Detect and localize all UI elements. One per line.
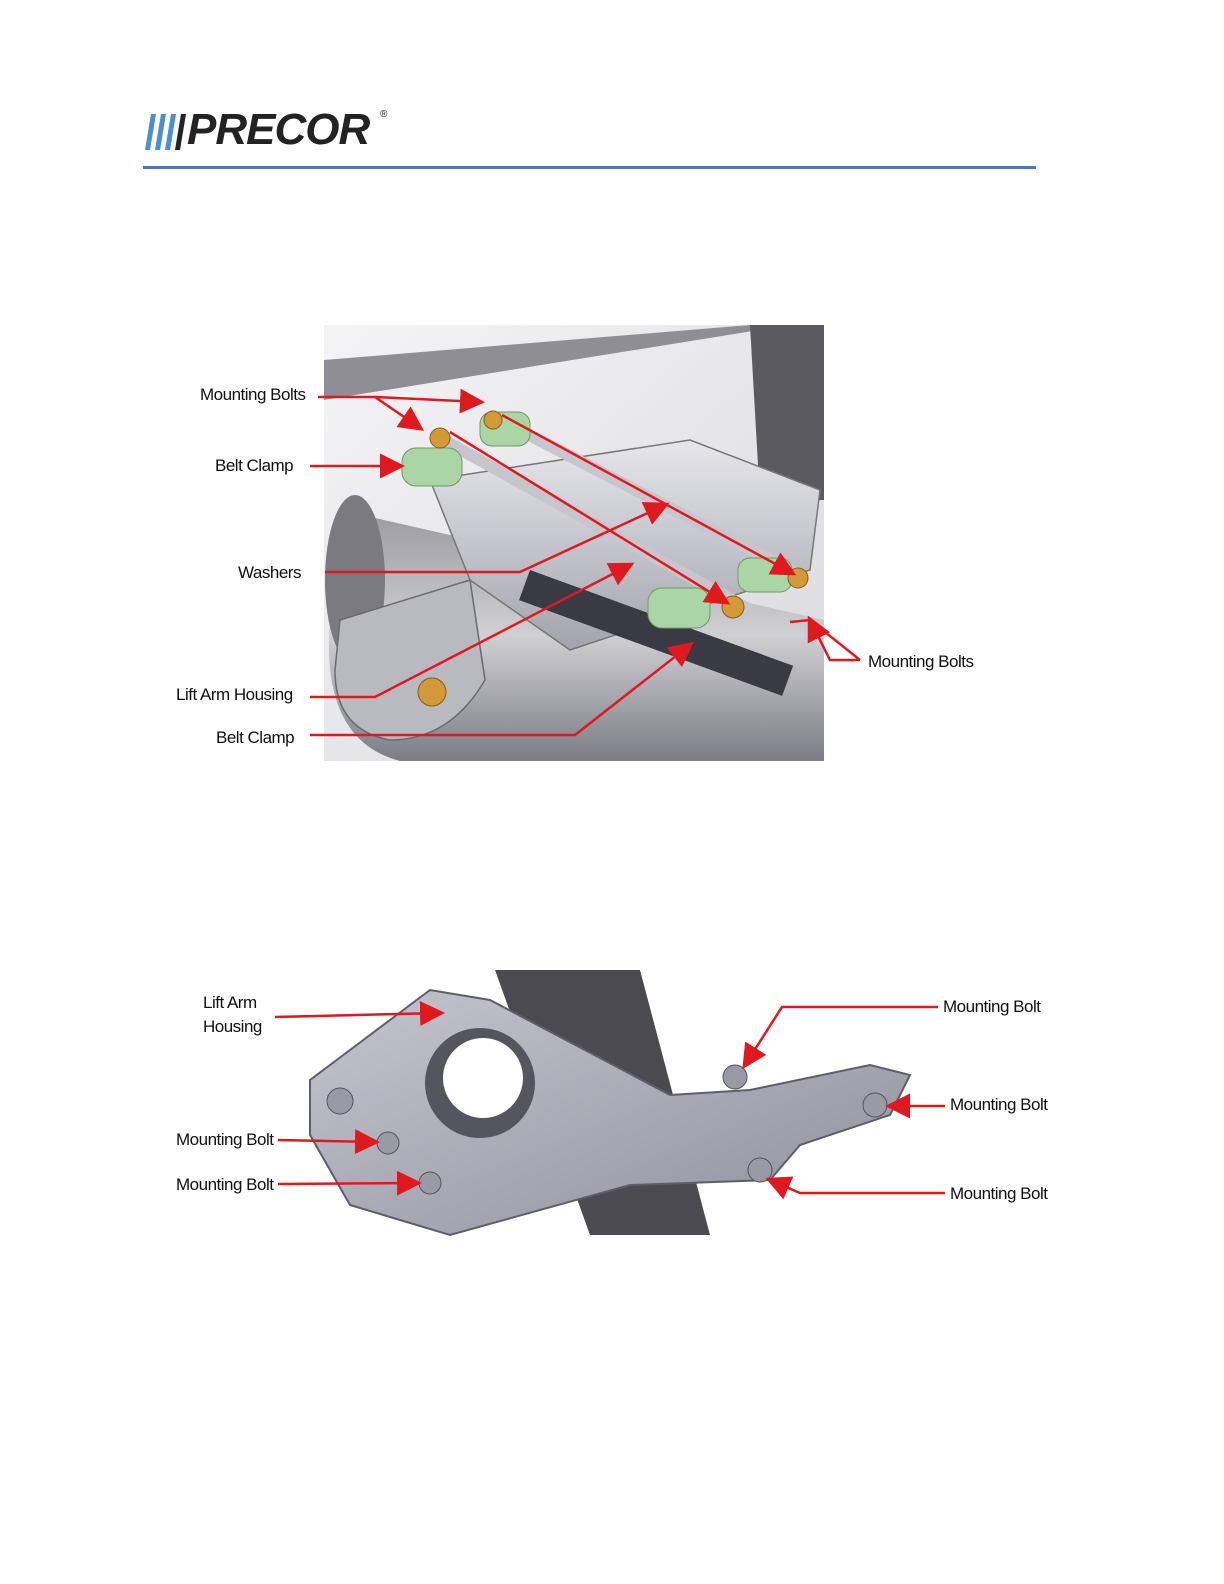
logo-stripes-icon bbox=[143, 106, 193, 156]
bolt-right-top bbox=[723, 1065, 747, 1089]
belt-clamp-top-shape bbox=[402, 448, 462, 486]
registered-mark: ® bbox=[380, 109, 387, 120]
callout-mounting-bolts-top: Mounting Bolts bbox=[200, 385, 305, 405]
callout-mounting-bolt-right-bottom: Mounting Bolt bbox=[950, 1184, 1047, 1204]
header-rule bbox=[143, 166, 1036, 169]
housing-washer bbox=[418, 678, 446, 706]
belt-clamp-figure: Mounting Bolts Belt Clamp Washers Lift A… bbox=[150, 320, 1030, 770]
housing-bore bbox=[443, 1038, 523, 1118]
callout-belt-clamp-bottom: Belt Clamp bbox=[216, 728, 294, 748]
callout-mounting-bolt-right-top: Mounting Bolt bbox=[943, 997, 1040, 1017]
precor-logo: PRECOR ® bbox=[143, 106, 393, 156]
washer-3 bbox=[722, 596, 744, 618]
page-header: PRECOR ® bbox=[143, 100, 1036, 172]
brand-name: PRECOR bbox=[187, 106, 369, 154]
callout-mounting-bolt-left-lower: Mounting Bolt bbox=[176, 1175, 273, 1195]
washer-4 bbox=[788, 568, 808, 588]
callout-belt-clamp-top: Belt Clamp bbox=[215, 456, 293, 476]
bolt-right-middle bbox=[863, 1093, 887, 1117]
callout-mounting-bolts-right: Mounting Bolts bbox=[868, 652, 973, 672]
callout-lift-arm-line1: Lift Arm bbox=[203, 993, 257, 1013]
lift-arm-housing-figure: Lift Arm Housing Mounting Bolt Mounting … bbox=[150, 965, 1080, 1245]
lift-arm-housing-illustration bbox=[150, 965, 1080, 1245]
callout-mounting-bolt-right-middle: Mounting Bolt bbox=[950, 1095, 1047, 1115]
bolt-left-upper bbox=[377, 1132, 399, 1154]
washer-2 bbox=[484, 411, 502, 429]
callout-washers: Washers bbox=[238, 563, 301, 583]
bolt-right-bottom bbox=[748, 1158, 772, 1182]
washer-1 bbox=[430, 428, 450, 448]
callout-lift-arm-line2: Housing bbox=[203, 1017, 262, 1037]
callout-lift-arm-housing: Lift Arm Housing bbox=[176, 685, 293, 705]
callout-mounting-bolt-left-upper: Mounting Bolt bbox=[176, 1130, 273, 1150]
belt-clamp-bottom-shape-2 bbox=[738, 558, 792, 592]
belt-clamp-bottom-shape bbox=[648, 588, 710, 628]
bolt-left-top bbox=[327, 1088, 353, 1114]
bolt-left-lower bbox=[419, 1172, 441, 1194]
